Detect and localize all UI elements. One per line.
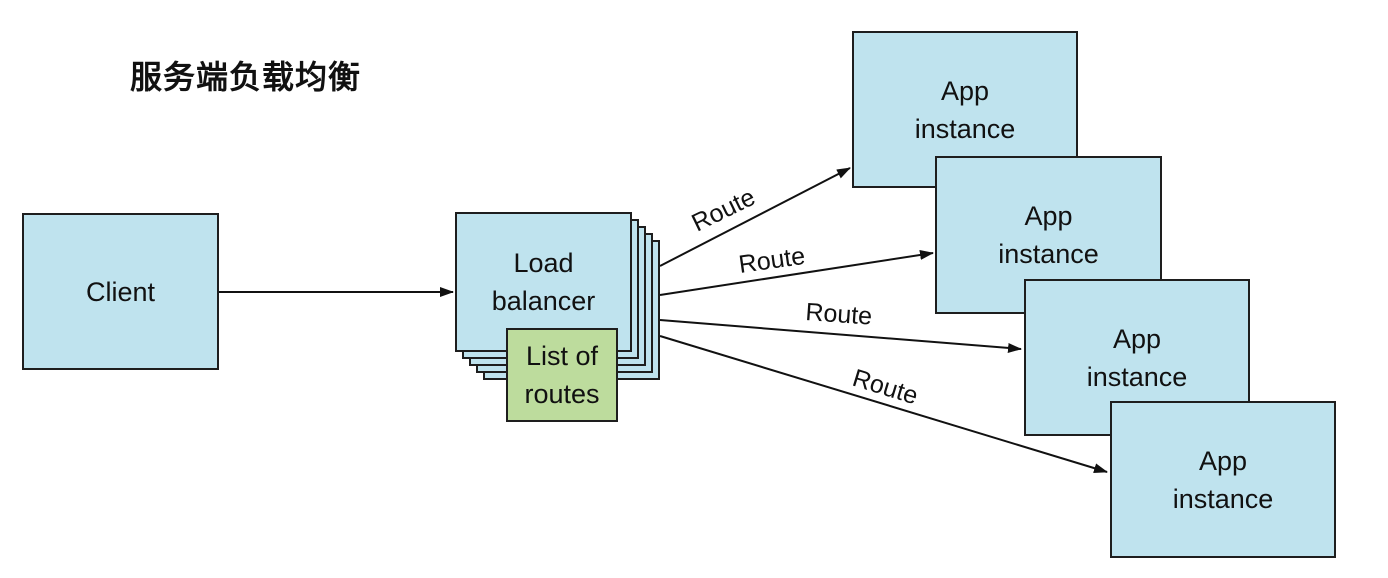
route-arrow-3 (659, 319, 1022, 353)
app-instance-label: App instance (998, 201, 1099, 269)
app-instance-label: App instance (1172, 445, 1274, 514)
app-instance-box: App instance (1110, 401, 1336, 558)
client-box: Client (22, 213, 219, 370)
route-arrow-1 (659, 167, 851, 267)
app-instance-label: App instance (1086, 323, 1188, 392)
load-balancer-label: Load balancer (491, 248, 596, 316)
diagram-title: 服务端负载均衡 (130, 58, 362, 96)
route-label-4: Route (849, 364, 921, 410)
app-instance-label: App instance (914, 75, 1016, 144)
route-label-1: Route (687, 183, 759, 237)
route-label-3: Route (805, 298, 874, 331)
route-list-label: List of routes (524, 341, 600, 409)
route-list-box: List of routes (506, 328, 618, 422)
client-label: Client (85, 276, 156, 307)
route-arrow-4 (659, 335, 1108, 473)
route-arrow-2 (659, 250, 934, 296)
